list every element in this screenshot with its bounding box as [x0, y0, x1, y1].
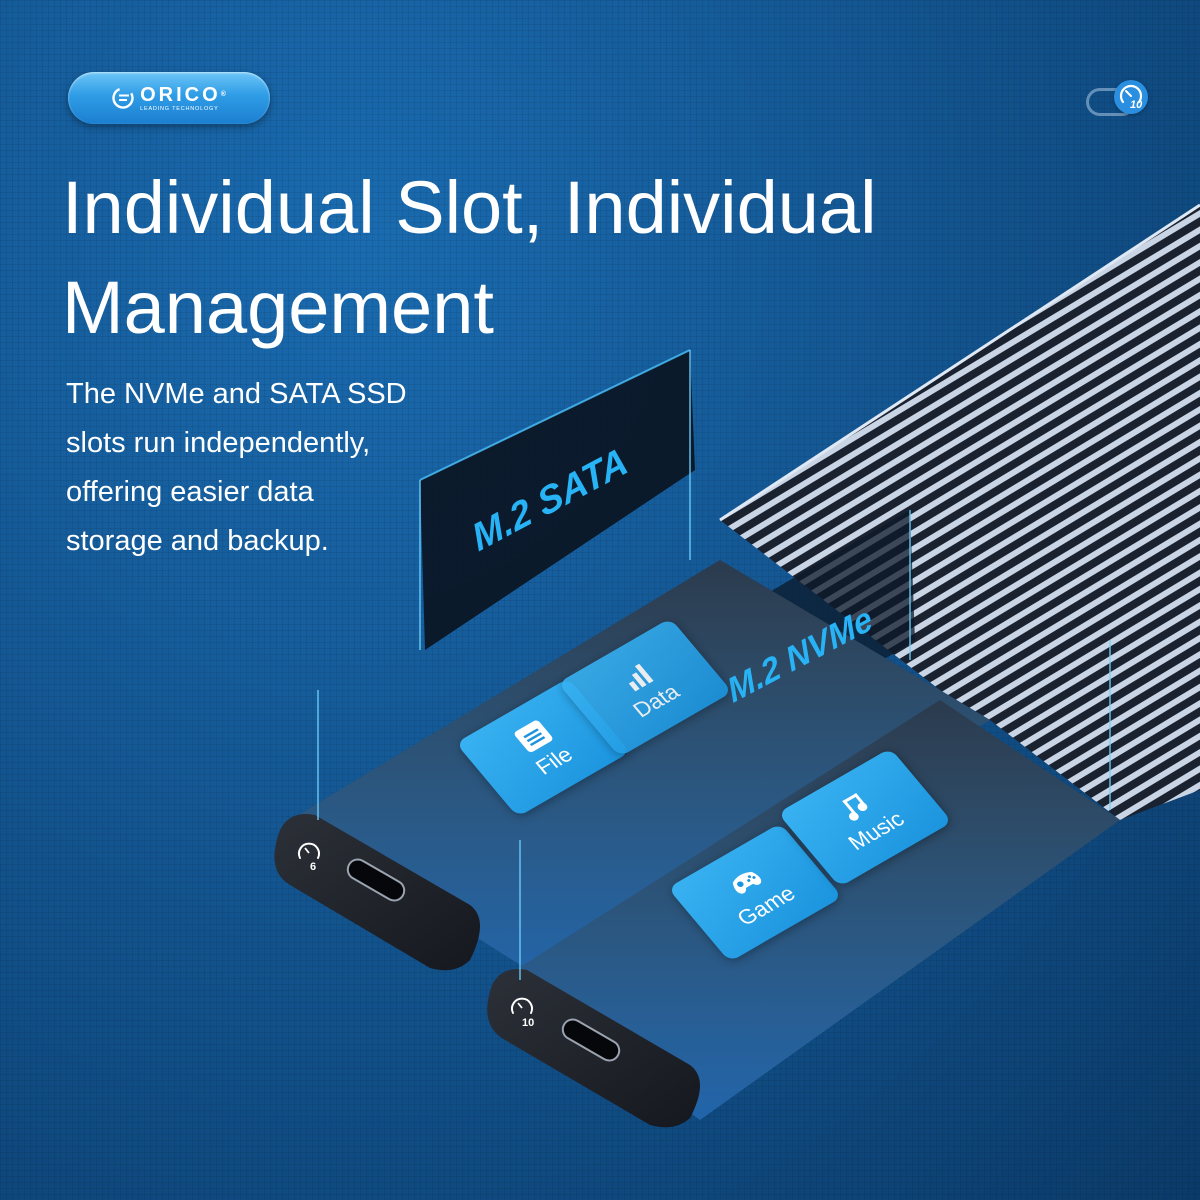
port-speed-icon-sata: 6: [298, 842, 320, 872]
label-m2-nvme: M.2 NVMe: [722, 598, 878, 711]
tile-file: File: [455, 678, 631, 817]
port-speed-icon-nvme: 10: [511, 997, 534, 1029]
body-line: offering easier data: [66, 476, 314, 508]
tile-data: Data: [557, 618, 733, 757]
tile-music: Music: [777, 748, 953, 887]
body-line: The NVMe and SATA SSD: [66, 378, 407, 410]
logo-tagline: LEADING TECHNOLOGY: [140, 105, 219, 112]
gamepad-icon: [732, 871, 761, 894]
svg-text:6: 6: [310, 861, 316, 872]
logo-brand-name: ORICO®: [140, 83, 226, 106]
headline-line-2: Management: [62, 266, 494, 349]
music-note-icon: [841, 792, 868, 821]
tile-game: Game: [667, 823, 843, 962]
bar-chart-icon: [628, 663, 654, 691]
speed-badge: 10: [1114, 80, 1148, 114]
speed-gauge-icon: 10: [1119, 84, 1143, 111]
body-line: storage and backup.: [66, 525, 329, 557]
body-line: slots run independently,: [66, 427, 371, 459]
orico-logo: ORICO® LEADING TECHNOLOGY: [68, 72, 270, 124]
orico-logo-icon: [112, 87, 134, 109]
svg-text:10: 10: [522, 1017, 534, 1029]
body-copy: The NVMe and SATA SSD slots run independ…: [66, 370, 466, 566]
svg-text:10: 10: [1130, 99, 1143, 111]
label-m2-sata: M.2 SATA: [466, 439, 633, 560]
page-headline: Individual Slot, Individual Management: [62, 158, 1062, 358]
headline-line-1: Individual Slot, Individual: [62, 166, 877, 249]
file-icon: [514, 720, 553, 752]
